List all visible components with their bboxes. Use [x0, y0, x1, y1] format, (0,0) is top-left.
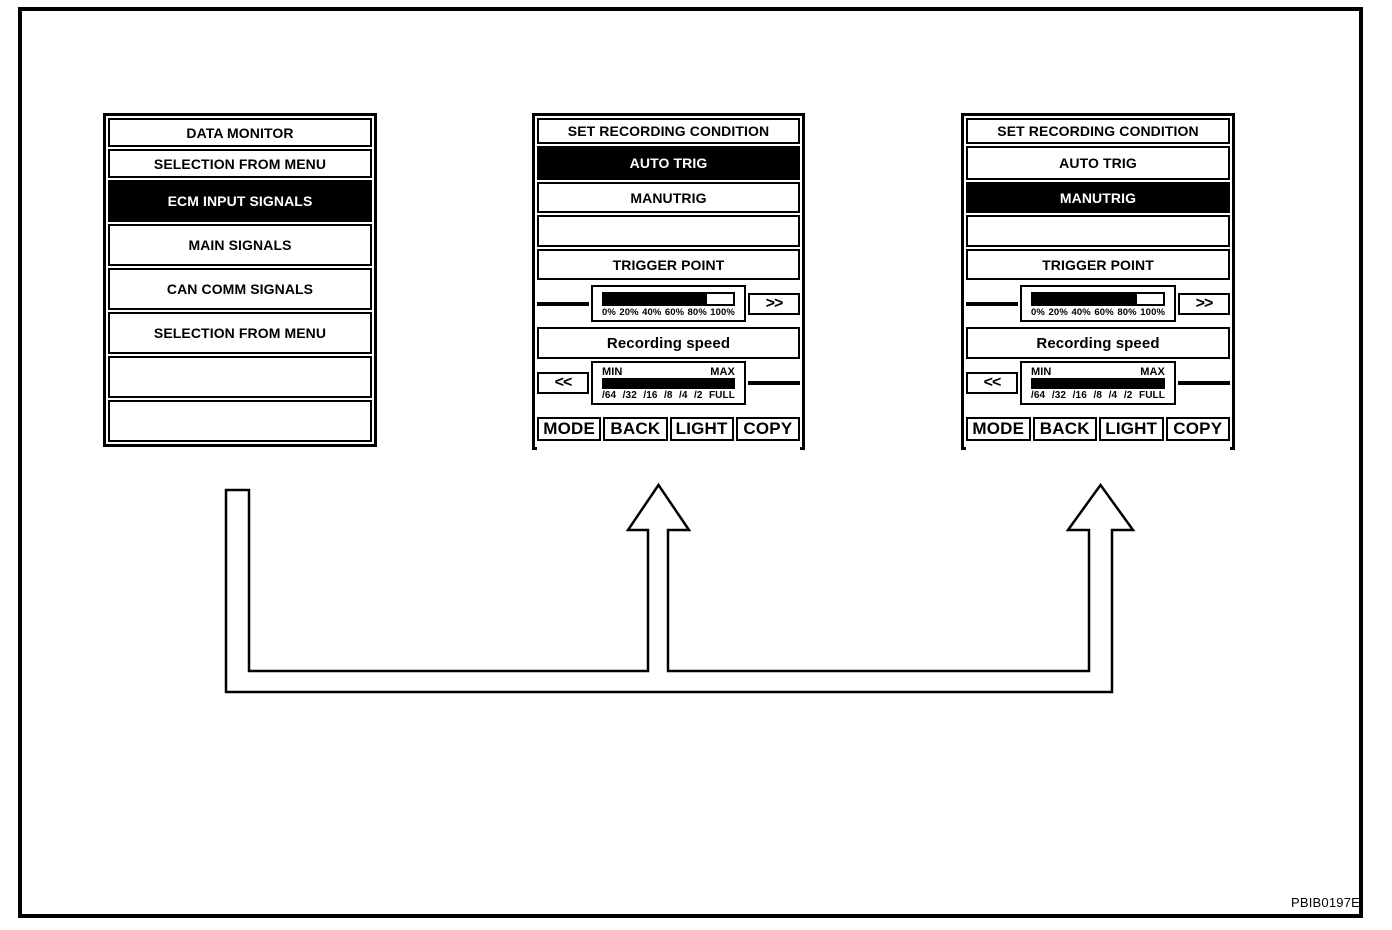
- back-key-button[interactable]: BACK: [603, 416, 668, 441]
- light-button[interactable]: LIGHT: [1099, 416, 1164, 441]
- scale-tick: 40%: [642, 307, 662, 318]
- option-auto-trig[interactable]: AUTO TRIG: [966, 146, 1230, 180]
- trigger-point-scale: 0% 20% 40% 60% 80% 100%: [1031, 307, 1165, 318]
- recording-speed-gauge: MIN MAX /64 /32 /16 /8 /4 /2 FULL: [591, 361, 746, 405]
- recording-speed-bar: [1031, 378, 1165, 389]
- recording-speed-label: Recording speed: [537, 327, 800, 359]
- function-keys-row: MODE BACK LIGHT COPY: [966, 407, 1230, 450]
- scale-tick: 0%: [602, 307, 616, 318]
- trigger-point-bar-fill: [1033, 294, 1137, 304]
- scale-tick: 0%: [1031, 307, 1045, 318]
- max-label: MAX: [1140, 366, 1165, 378]
- spacer-cell: [748, 381, 800, 385]
- option-manu-trig[interactable]: MANUTRIG: [537, 182, 800, 213]
- recording-speed-scale: /64 /32 /16 /8 /4 /2 FULL: [1031, 390, 1165, 401]
- scale-tick: 20%: [1048, 307, 1068, 318]
- scale-tick: /16: [643, 390, 658, 401]
- trigger-point-bar: [602, 292, 735, 306]
- spacer-cell: [1178, 381, 1230, 385]
- scale-tick: /64: [602, 390, 617, 401]
- trigger-point-gauge: 0% 20% 40% 60% 80% 100%: [591, 285, 746, 322]
- empty-row: [966, 215, 1230, 247]
- forward-button[interactable]: >>: [1178, 292, 1230, 315]
- option-manu-trig-selected[interactable]: MANUTRIG: [966, 182, 1230, 213]
- min-max-labels: MIN MAX: [1031, 366, 1165, 378]
- menu-item-empty: [108, 400, 372, 442]
- option-auto-trig-selected[interactable]: AUTO TRIG: [537, 146, 800, 180]
- scale-tick: 60%: [1094, 307, 1114, 318]
- recording-speed-gauge: MIN MAX /64 /32 /16 /8 /4 /2 FULL: [1020, 361, 1176, 405]
- menu-item-main-signals[interactable]: MAIN SIGNALS: [108, 224, 372, 266]
- function-keys-row: MODE BACK LIGHT COPY: [537, 407, 800, 450]
- menu-item-empty: [108, 356, 372, 398]
- min-label: MIN: [602, 366, 623, 378]
- scale-tick: /2: [1123, 390, 1133, 401]
- scale-tick: FULL: [1139, 390, 1165, 401]
- scale-tick: /64: [1031, 390, 1046, 401]
- recording-speed-bar-fill: [602, 378, 735, 389]
- scale-tick: /16: [1072, 390, 1087, 401]
- forward-button[interactable]: >>: [748, 292, 800, 315]
- figure-border: [18, 7, 1363, 918]
- spacer-cell: [966, 301, 1018, 306]
- trigger-point-row: 0% 20% 40% 60% 80% 100% >>: [966, 282, 1230, 325]
- set-recording-condition-screen-manual: SET RECORDING CONDITION AUTO TRIG MANUTR…: [961, 113, 1235, 450]
- figure-code: PBIB0197E: [1290, 895, 1360, 910]
- recording-speed-row: << MIN MAX /64 /32 /16 /8 /4 /2 FULL: [537, 361, 800, 405]
- back-button[interactable]: <<: [537, 372, 589, 394]
- scale-tick: 80%: [1117, 307, 1137, 318]
- scale-tick: 80%: [687, 307, 707, 318]
- trigger-point-scale: 0% 20% 40% 60% 80% 100%: [602, 307, 735, 318]
- menu-item-ecm-input-signals-selected[interactable]: ECM INPUT SIGNALS: [108, 180, 372, 222]
- copy-button[interactable]: COPY: [735, 416, 800, 441]
- screen-title: SET RECORDING CONDITION: [966, 118, 1230, 144]
- screen-title: SET RECORDING CONDITION: [537, 118, 800, 144]
- set-recording-condition-screen-auto: SET RECORDING CONDITION AUTO TRIG MANUTR…: [532, 113, 805, 450]
- trigger-point-row: 0% 20% 40% 60% 80% 100% >>: [537, 282, 800, 325]
- scale-tick: /4: [1108, 390, 1118, 401]
- back-key-button[interactable]: BACK: [1032, 416, 1097, 441]
- trigger-point-label: TRIGGER POINT: [966, 249, 1230, 280]
- scale-tick: /2: [693, 390, 703, 401]
- light-button[interactable]: LIGHT: [669, 416, 734, 441]
- scale-tick: /8: [663, 390, 673, 401]
- back-button[interactable]: <<: [966, 372, 1018, 394]
- min-label: MIN: [1031, 366, 1052, 378]
- mode-button[interactable]: MODE: [966, 416, 1031, 441]
- recording-speed-scale: /64 /32 /16 /8 /4 /2 FULL: [602, 390, 735, 401]
- trigger-point-bar-fill: [604, 294, 708, 304]
- scale-tick: 20%: [619, 307, 639, 318]
- recording-speed-row: << MIN MAX /64 /32 /16 /8 /4 /2 FULL: [966, 361, 1230, 405]
- trigger-point-gauge: 0% 20% 40% 60% 80% 100%: [1020, 285, 1176, 322]
- scale-tick: /4: [678, 390, 688, 401]
- scale-tick: 40%: [1071, 307, 1091, 318]
- copy-button[interactable]: COPY: [1165, 416, 1230, 441]
- empty-row: [537, 215, 800, 247]
- menu-item-can-comm-signals[interactable]: CAN COMM SIGNALS: [108, 268, 372, 310]
- recording-speed-label: Recording speed: [966, 327, 1230, 359]
- mode-button[interactable]: MODE: [537, 416, 602, 441]
- max-label: MAX: [710, 366, 735, 378]
- menu-item-selection-from-menu-2[interactable]: SELECTION FROM MENU: [108, 312, 372, 354]
- min-max-labels: MIN MAX: [602, 366, 735, 378]
- recording-speed-bar: [602, 378, 735, 389]
- scale-tick: /32: [1051, 390, 1067, 401]
- data-monitor-screen: DATA MONITOR SELECTION FROM MENU ECM INP…: [103, 113, 377, 447]
- scale-tick: /32: [622, 390, 637, 401]
- recording-speed-bar-fill: [1031, 378, 1165, 389]
- menu-item-selection-from-menu[interactable]: SELECTION FROM MENU: [108, 149, 372, 178]
- scale-tick: 100%: [1140, 307, 1165, 318]
- scale-tick: /8: [1093, 390, 1103, 401]
- scale-tick: 100%: [710, 307, 735, 318]
- screen-title: DATA MONITOR: [108, 118, 372, 147]
- spacer-cell: [537, 301, 589, 306]
- scale-tick: 60%: [664, 307, 685, 318]
- trigger-point-label: TRIGGER POINT: [537, 249, 800, 280]
- scale-tick: FULL: [708, 390, 735, 401]
- trigger-point-bar: [1031, 292, 1165, 306]
